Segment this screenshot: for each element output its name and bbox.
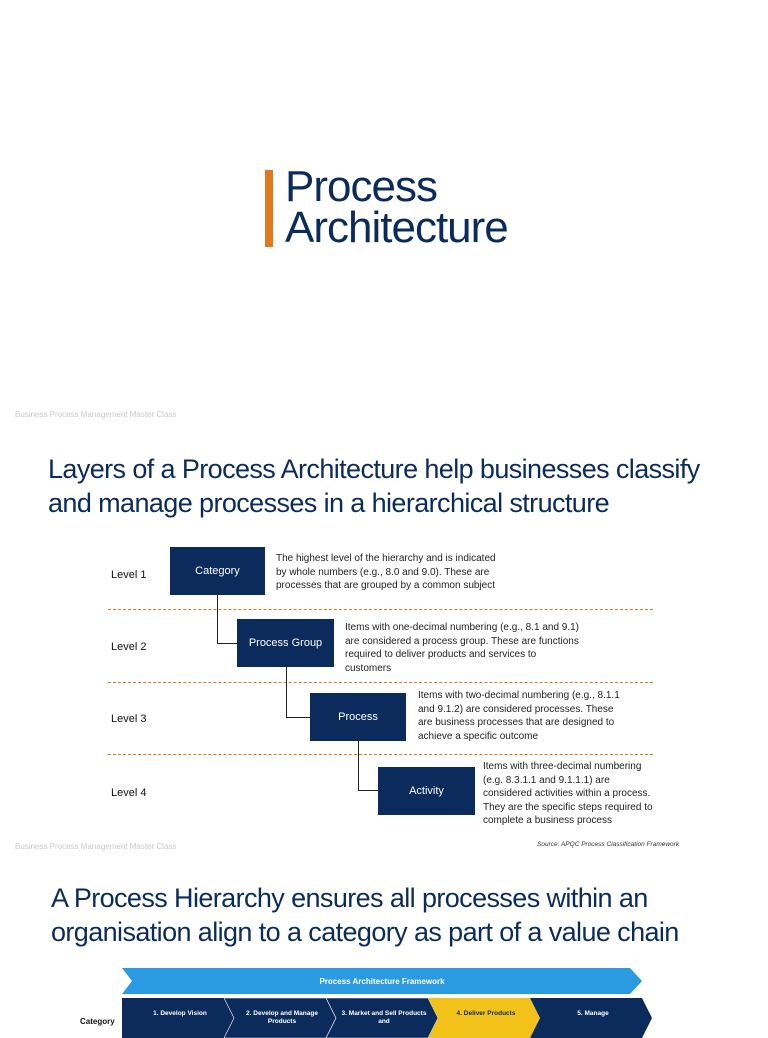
desc-line: Items with three-decimal numbering	[483, 761, 642, 772]
desc-line: They are the specific steps required to	[483, 801, 653, 813]
category-chevron: 5. Manage	[530, 998, 652, 1038]
category-chevron: 1. Develop Vision	[122, 998, 234, 1038]
desc-line: are considered a process group. These ar…	[345, 635, 579, 647]
layers-slide: Layers of a Process Architecture help bu…	[0, 425, 768, 855]
chevron-label: 4. Deliver Products	[456, 1010, 516, 1017]
chevron-shape	[428, 998, 540, 1038]
desc-line: required to deliver products and service…	[345, 649, 537, 660]
desc-line: Items with two-decimal numbering (e.g., …	[418, 690, 620, 701]
hierarchy-slide: A Process Hierarchy ensures all processe…	[0, 855, 768, 1038]
desc-line: customers	[345, 662, 392, 674]
slide-footer: Business Process Management Master Class	[15, 842, 177, 851]
hierarchy-connector	[217, 595, 238, 644]
category-chevron: 3. Market and Sell Products and	[326, 998, 438, 1038]
source-citation: Source: APQC Process Classification Fram…	[537, 841, 680, 848]
slide-title: Process Architecture	[285, 162, 509, 252]
level-1-description: The highest level of the hierarchy and i…	[276, 552, 496, 593]
desc-line: (e.g. 8.3.1.1 and 9.1.1.1) are	[483, 774, 610, 786]
title-line-2: Architecture	[285, 203, 509, 252]
framework-banner: Process Architecture Framework	[122, 968, 642, 994]
desc-line: The highest level of the hierarchy and i…	[276, 553, 496, 564]
chevron-label: 5. Manage	[577, 1010, 609, 1017]
level-3-description: Items with two-decimal numbering (e.g., …	[418, 689, 620, 743]
level-2-label: Level 2	[111, 641, 147, 653]
desc-line: considered activities within a process.	[483, 788, 651, 799]
slide-heading: Layers of a Process Architecture help bu…	[48, 452, 700, 520]
chevron-shape	[122, 998, 234, 1038]
desc-line: are business processes that are designed…	[418, 717, 615, 728]
heading-line-1: A Process Hierarchy ensures all processe…	[51, 883, 648, 913]
level-4-description: Items with three-decimal numbering (e.g.…	[483, 760, 653, 828]
desc-line: complete a business process	[483, 815, 612, 826]
title-accent-bar	[265, 170, 273, 247]
desc-line: achieve a specific outcome	[418, 730, 539, 742]
framework-label: Process Architecture Framework	[319, 976, 445, 986]
hierarchy-connector	[358, 741, 379, 791]
level-divider	[108, 609, 653, 610]
desc-line: by whole numbers (e.g., 8.0 and 9.0). Th…	[276, 566, 490, 578]
level-divider	[108, 682, 653, 683]
level-divider	[108, 754, 653, 755]
banner-arrow-shape	[122, 968, 642, 994]
category-chevron-highlighted: 4. Deliver Products	[428, 998, 540, 1038]
heading-line-1: Layers of a Process Architecture help bu…	[48, 454, 700, 484]
level-3-label: Level 3	[111, 713, 147, 725]
level-2-description: Items with one-decimal numbering (e.g., …	[345, 621, 579, 675]
desc-line: and 9.1.2) are considered processes. The…	[418, 703, 614, 715]
hierarchy-connector	[286, 667, 311, 718]
category-chevron: 2. Develop and Manage Products	[224, 998, 336, 1038]
chevron-label: 3. Market and Sell Products and	[341, 1010, 427, 1025]
category-row-label: Category	[80, 1017, 115, 1026]
heading-line-2: organisation align to a category as part…	[51, 917, 679, 947]
desc-line: Items with one-decimal numbering (e.g., …	[345, 622, 580, 633]
slide-footer: Business Process Management Master Class	[15, 410, 177, 419]
chevron-shape	[530, 998, 652, 1038]
title-line-1: Process	[285, 162, 438, 211]
chevron-label: 2. Develop and Manage Products	[246, 1010, 318, 1025]
activity-box: Activity	[378, 767, 475, 815]
chevron-label: 1. Develop Vision	[153, 1010, 207, 1017]
slide-heading: A Process Hierarchy ensures all processe…	[51, 881, 679, 949]
process-box: Process	[310, 693, 406, 741]
heading-line-2: and manage processes in a hierarchical s…	[48, 488, 610, 518]
category-box: Category	[170, 547, 265, 595]
desc-line: processes that are grouped by a common s…	[276, 580, 496, 591]
level-1-label: Level 1	[111, 569, 147, 581]
title-slide: Process Architecture Business Process Ma…	[0, 0, 768, 425]
process-group-box: Process Group	[237, 619, 334, 667]
category-chevron-row: 1. Develop Vision 2. Develop and Manage …	[122, 998, 652, 1038]
level-4-label: Level 4	[111, 787, 147, 799]
